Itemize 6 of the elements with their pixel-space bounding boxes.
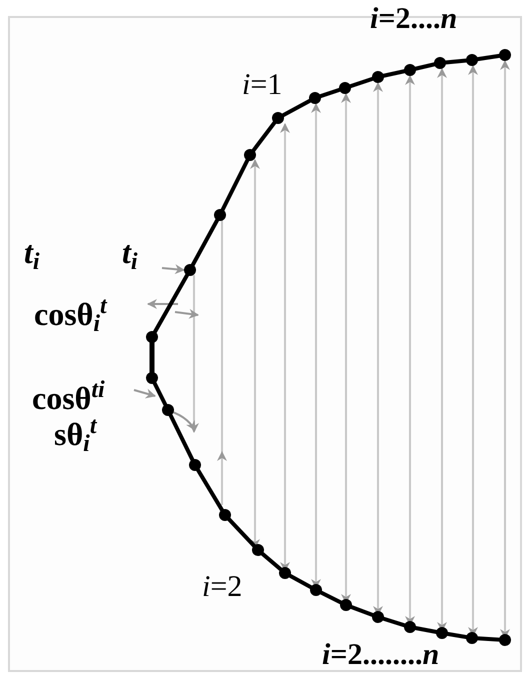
math-label: i=2 — [202, 572, 242, 602]
math-label: i=2....n — [370, 4, 458, 34]
math-label: t$_{i}$ — [122, 236, 138, 268]
math-label: t$_{i}$ — [24, 236, 40, 268]
math-label: i=2........n — [322, 640, 440, 670]
math-label: i=1 — [242, 70, 282, 100]
